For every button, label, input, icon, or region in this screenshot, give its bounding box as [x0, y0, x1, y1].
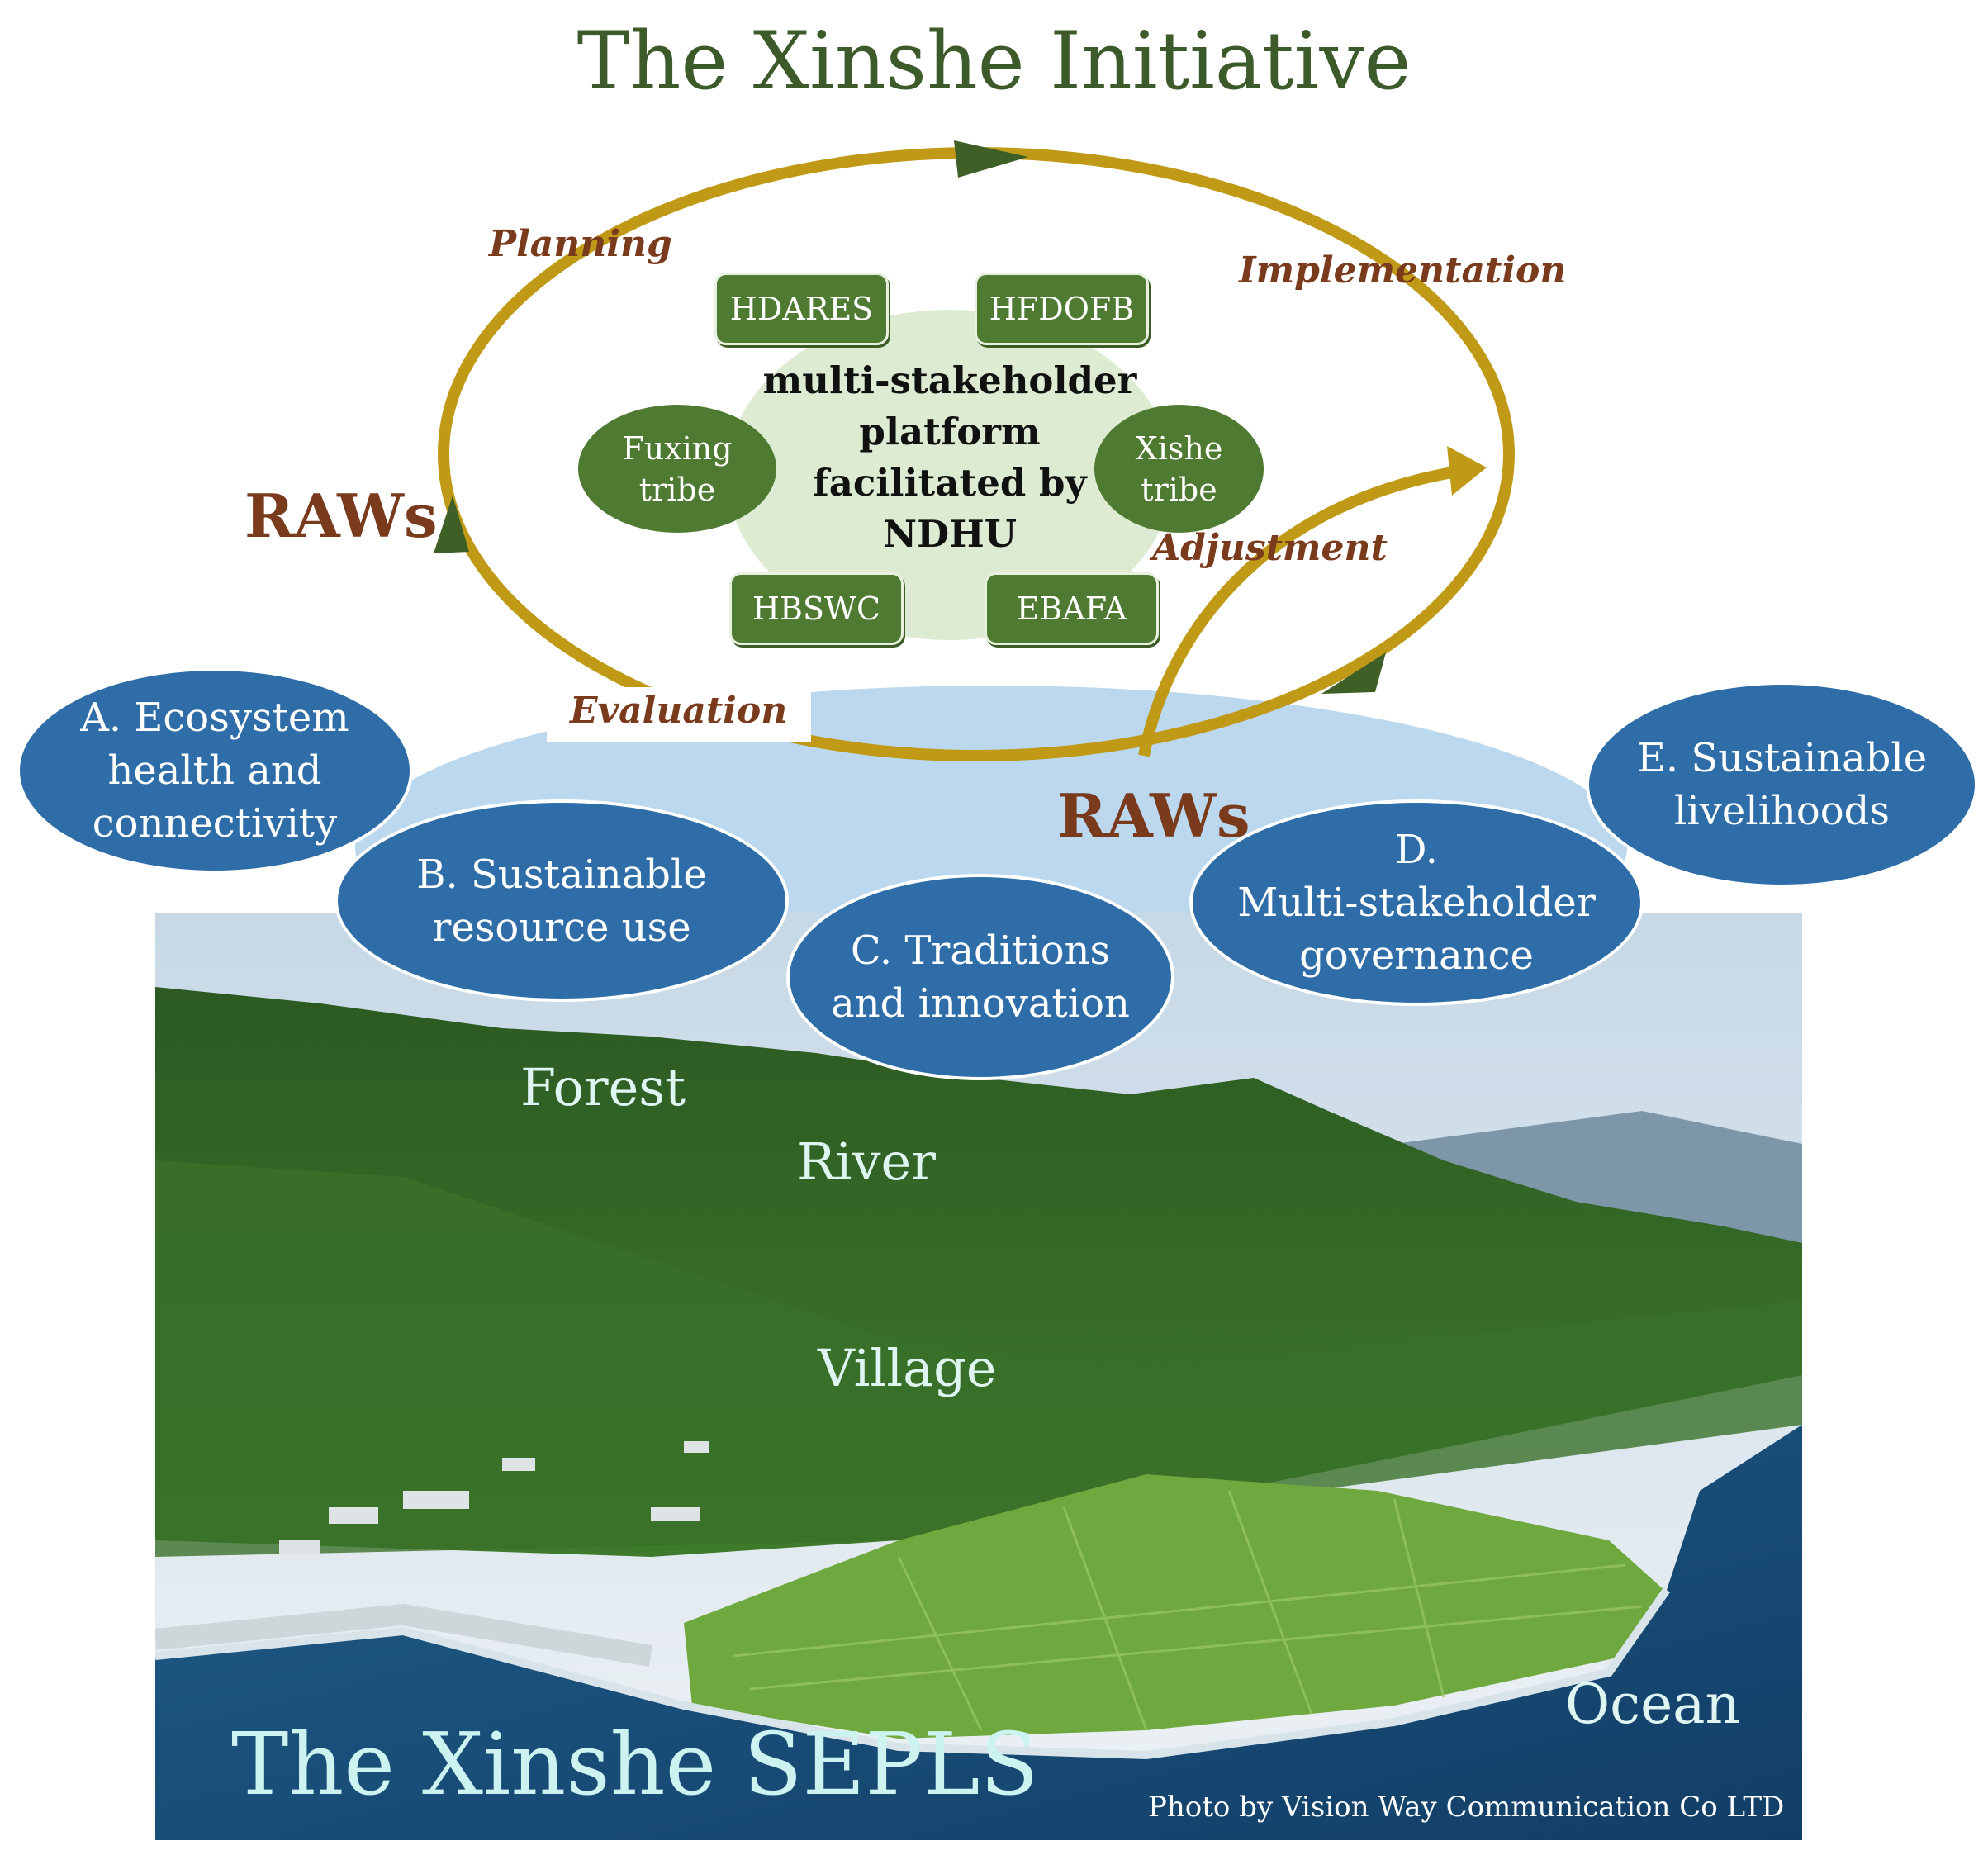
xishe-line-2: tribe	[1141, 471, 1217, 508]
aerial-photo	[155, 913, 1802, 1840]
field-lines	[733, 1490, 1643, 1731]
platform-line-3: facilitated by	[813, 461, 1087, 505]
landscape-illustration	[155, 913, 1802, 1840]
planning-label: Planning	[489, 223, 672, 265]
evaluation-label-bg	[547, 687, 811, 742]
outcome-b-line-2: resource use	[432, 904, 691, 951]
outcome-d-line-3: governance	[1299, 932, 1534, 979]
left-arrowhead	[434, 496, 469, 553]
adjustment-label: Adjustment	[1152, 527, 1388, 569]
stakeholder-hbswc: HBSWC	[729, 572, 904, 645]
stakeholder-fuxing-tribe: Fuxing tribe	[578, 405, 776, 533]
outcome-d-line-1: D.	[1394, 827, 1439, 873]
platform-line-1: multi-stakeholder	[762, 358, 1137, 402]
platform-line-2: platform	[859, 410, 1041, 453]
outcome-c-traditions: C. Traditions and innovation	[786, 874, 1174, 1080]
outcome-a-line-2: health and	[107, 747, 322, 794]
outcome-b-line-1: B. Sustainable	[416, 851, 707, 898]
photo-credit: Photo by Vision Way Communication Co LTD	[1148, 1791, 1785, 1824]
ocean-label: Ocean	[1565, 1672, 1740, 1736]
outcome-a-line-3: connectivity	[92, 800, 338, 847]
stakeholder-ebafa: EBAFA	[985, 572, 1159, 645]
platform-background	[727, 310, 1173, 640]
top-arrowhead	[954, 140, 1028, 178]
lower-right-arrowhead	[1321, 652, 1386, 694]
raws-left-label: RAWs	[244, 481, 438, 551]
outcome-d-governance: D. Multi-stakeholder governance	[1189, 799, 1644, 1006]
village-buildings	[279, 1441, 709, 1555]
river-label: River	[797, 1132, 936, 1192]
outcome-a-ecosystem: A. Ecosystem health and connectivity	[17, 667, 413, 874]
evaluation-label: Evaluation	[570, 690, 788, 732]
stakeholder-xishe-tribe: Xishe tribe	[1094, 405, 1264, 533]
platform-center-text: multi-stakeholder platform facilitated b…	[743, 355, 1156, 560]
outcome-c-line-1: C. Traditions	[850, 928, 1111, 974]
outcome-e-line-2: livelihoods	[1674, 788, 1890, 834]
village-label: Village	[818, 1338, 997, 1398]
implementation-label: Implementation	[1239, 249, 1567, 292]
seplS-title: The Xinshe SEPLS	[231, 1714, 1039, 1815]
outcome-a-line-1: A. Ecosystem	[80, 695, 349, 741]
fuxing-line-2: tribe	[638, 471, 716, 508]
outcome-b-resource-use: B. Sustainable resource use	[334, 799, 789, 1002]
forest-label: Forest	[520, 1057, 686, 1117]
outcome-e-livelihoods: E. Sustainable livelihoods	[1586, 681, 1978, 888]
platform-line-4: NDHU	[883, 512, 1017, 556]
outcome-e-line-1: E. Sustainable	[1636, 735, 1928, 781]
page-title: The Xinshe Initiative	[576, 15, 1412, 107]
stakeholder-hdares: HDARES	[714, 273, 889, 345]
stakeholder-hfdofb: HFDOFB	[975, 273, 1149, 345]
raws-bottom-label: RAWs	[1057, 780, 1250, 851]
outcome-c-line-2: and innovation	[831, 980, 1130, 1027]
adjustment-arrowhead	[1447, 446, 1487, 496]
fuxing-line-1: Fuxing	[622, 429, 733, 467]
xishe-line-1: Xishe	[1135, 429, 1223, 467]
outcome-d-line-2: Multi-stakeholder	[1237, 880, 1596, 926]
adjustment-arrow-path	[1138, 465, 1464, 757]
